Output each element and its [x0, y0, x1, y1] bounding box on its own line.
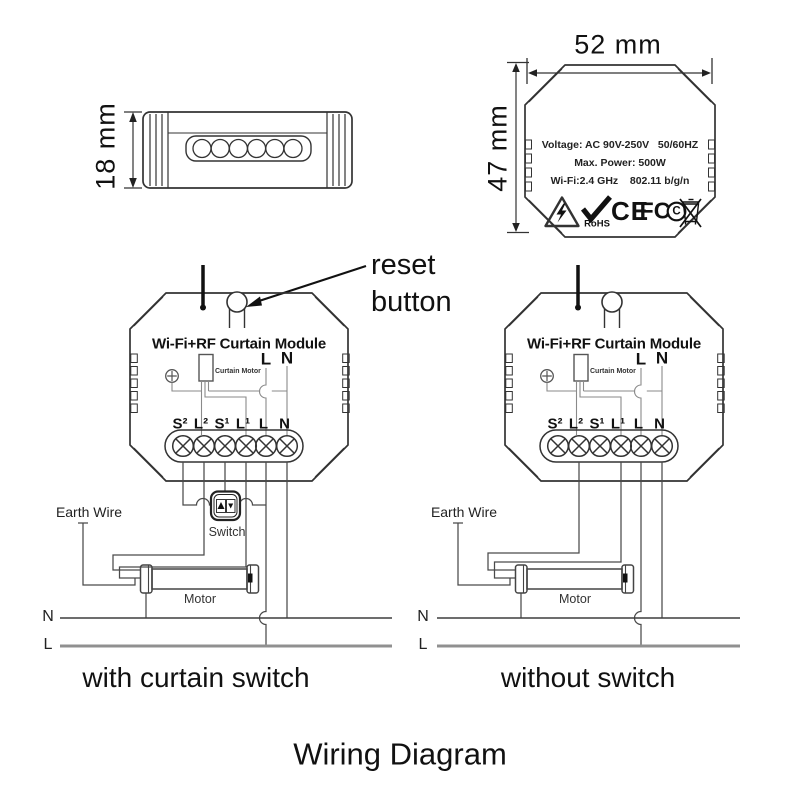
spec-wifi: Wi-Fi:2.4 GHz 802.11 b/g/n: [550, 174, 690, 187]
reset-button: [601, 291, 623, 328]
antenna: [575, 265, 581, 311]
caption-without-switch: without switch: [500, 662, 676, 693]
terminal-label: L: [258, 415, 269, 433]
spec-voltage: Voltage: AC 90V-250V 50/60HZ: [541, 138, 699, 151]
width-dimension-line: [526, 58, 713, 84]
caution-triangle-icon: [544, 196, 580, 228]
internal-neutral-label: N: [280, 348, 294, 368]
front-height-dimension-label: 47 mm: [482, 104, 513, 192]
live-bus-label: L: [418, 636, 428, 653]
curtain-switch: [209, 490, 242, 522]
earth-wire-label: Earth Wire: [55, 504, 123, 520]
module-side-view: [124, 111, 353, 189]
terminal-block: [164, 429, 304, 463]
curtain-motor: [139, 564, 260, 594]
internal-live-label: L: [635, 349, 647, 369]
terminal-label: L²: [568, 415, 584, 433]
weee-bin-icon: [679, 198, 702, 228]
earth-wire-label: Earth Wire: [430, 504, 498, 520]
neutral-bus-label: N: [42, 608, 54, 625]
rohs-label: RoHS: [584, 218, 610, 230]
switch-label: Switch: [208, 524, 246, 539]
curtain-motor-label: Curtain Motor: [215, 368, 261, 375]
earth-symbol: [165, 369, 179, 383]
reset-button-annotation: reset button: [371, 249, 452, 318]
internal-neutral-label: N: [655, 348, 669, 368]
external-wires: [78, 462, 288, 646]
page-title: Wiring Diagram: [293, 736, 507, 772]
module-title: Wi-Fi+RF Curtain Module: [151, 335, 327, 353]
rohs-check-icon: [580, 195, 612, 224]
motor-label: Motor: [559, 591, 591, 606]
terminal-label: L¹: [610, 415, 626, 433]
caption-with-switch: with curtain switch: [82, 662, 310, 693]
diagram-with-switch: [60, 265, 392, 648]
front-width-dimension-label: 52 mm: [574, 29, 662, 60]
motor-label: Motor: [184, 591, 216, 606]
module-title: Wi-Fi+RF Curtain Module: [526, 335, 702, 353]
curtain-motor: [514, 564, 635, 594]
terminal-label: S²: [547, 415, 563, 433]
terminal-block: [539, 429, 679, 463]
height-dimension-line: [507, 61, 529, 234]
fcc-mark: FC: [639, 197, 671, 224]
internal-live-label: L: [260, 349, 272, 369]
terminal-label: S¹: [214, 415, 230, 433]
internal-wires: [546, 366, 663, 435]
side-height-dimension-label: 18 mm: [90, 102, 121, 190]
terminal-label: S²: [172, 415, 188, 433]
antenna: [200, 265, 206, 311]
terminal-label: N: [279, 415, 290, 433]
reset-button: [226, 291, 248, 328]
terminal-label: N: [654, 415, 665, 433]
terminal-label: L: [633, 415, 644, 433]
terminal-label: L²: [193, 415, 209, 433]
fcc-mark-inner-c: C: [672, 204, 681, 217]
terminal-label: S¹: [589, 415, 605, 433]
curtain-motor-box: [198, 353, 214, 382]
terminal-label: L¹: [235, 415, 251, 433]
fcc-circle-c: [666, 201, 687, 222]
reset-arrow: [246, 264, 367, 307]
ce-mark: CE: [610, 196, 650, 226]
curtain-motor-box: [573, 353, 589, 382]
live-bus-label: L: [43, 636, 53, 653]
module-front-view: [507, 58, 716, 238]
earth-symbol: [540, 369, 554, 383]
diagram-without-switch: [437, 265, 740, 648]
internal-wires: [171, 366, 288, 435]
spec-max-power: Max. Power: 500W: [574, 156, 666, 169]
neutral-bus-label: N: [417, 608, 429, 625]
curtain-motor-label: Curtain Motor: [590, 368, 636, 375]
